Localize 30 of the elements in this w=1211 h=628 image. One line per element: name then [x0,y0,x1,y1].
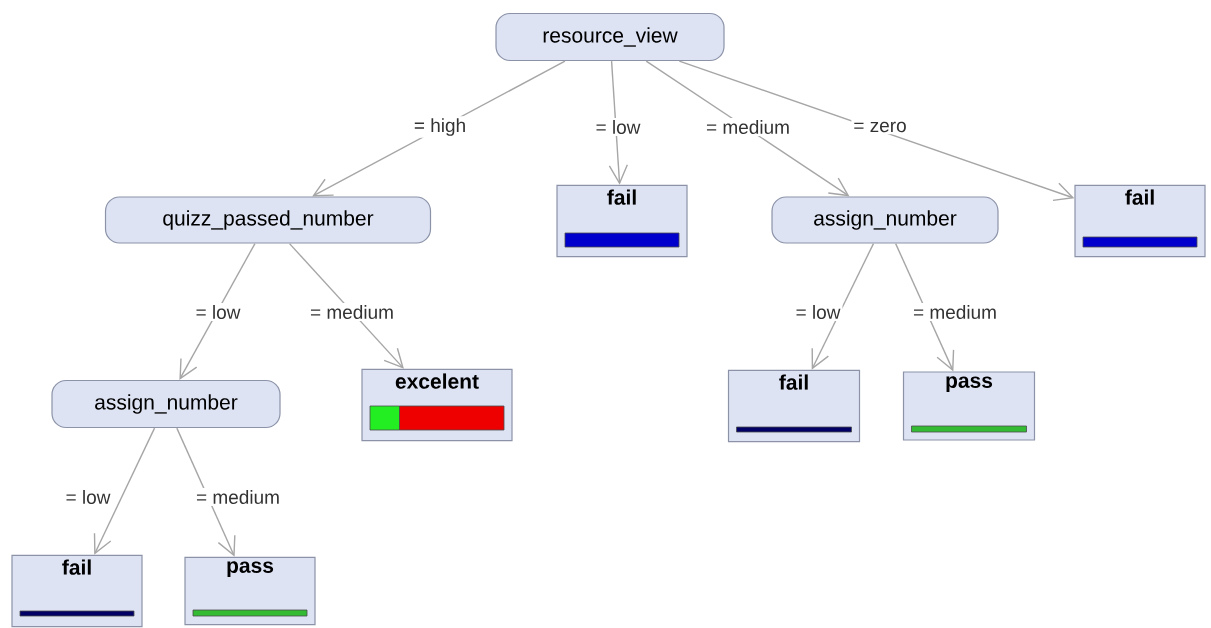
leaf-node: fail [11,554,143,628]
edge-label: = medium [704,118,792,136]
leaf-node: fail [1074,184,1206,258]
edge-label: = medium [194,488,282,506]
arrow [93,427,156,555]
decision-node: assign_number [771,196,999,244]
leaf-node: fail [556,184,688,258]
arrow [678,60,1075,202]
arrow [179,242,256,380]
arrow [894,242,955,372]
edge-label: = high [411,116,469,138]
edge-label: = low [63,488,113,506]
edge-label: = low [793,303,843,321]
edge-label: = medium [308,303,396,321]
leaf-node: pass [184,556,316,626]
edge-label: = zero [851,119,909,135]
edge-label: = medium [911,303,999,321]
arrow [645,60,850,197]
decision-node: resource_view [495,12,725,62]
edge-label: = low [193,303,243,321]
edge-label: = low [593,118,643,136]
leaf-node: fail [727,369,861,443]
arrow [176,427,236,557]
leaf-node: pass [902,371,1036,441]
decision-node: quizz_passed_number [104,196,432,244]
arrow [811,242,875,370]
decision-node: assign_number [51,379,281,429]
leaf-node: excelent [361,368,513,442]
arrow [608,60,629,185]
arrow [288,242,404,369]
